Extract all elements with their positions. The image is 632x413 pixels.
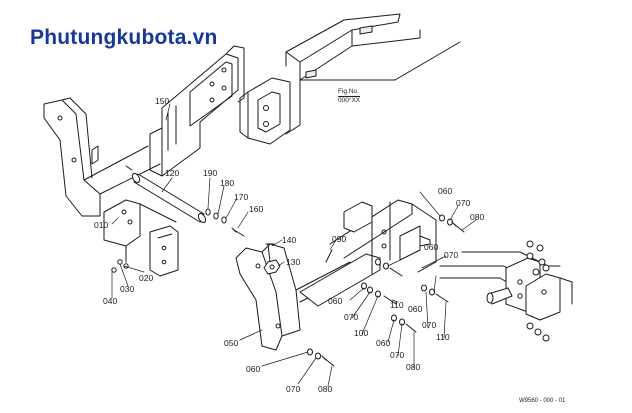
hardware-bottom-left xyxy=(307,348,335,367)
label-060-bottom: 060 xyxy=(376,338,390,348)
label-190: 190 xyxy=(203,168,217,178)
label-010: 010 xyxy=(94,220,108,230)
frame-rail-top xyxy=(285,13,461,135)
label-090: 090 xyxy=(332,234,346,244)
hardware-160-190 xyxy=(205,208,245,237)
label-040: 040 xyxy=(103,296,117,306)
label-110-a: 110 xyxy=(390,300,404,310)
label-020: 020 xyxy=(139,273,153,283)
right-hardware-upper xyxy=(526,240,550,276)
figure-number-label: Fig.No. xyxy=(338,88,361,97)
label-110-b: 110 xyxy=(436,332,450,342)
label-080-bottom-left: 080 xyxy=(318,384,332,394)
leader-lines xyxy=(111,103,477,387)
label-080-bottom: 080 xyxy=(406,362,420,372)
hardware-top-right xyxy=(419,214,465,247)
label-070-right: 070 xyxy=(422,320,436,330)
label-070-top-right: 070 xyxy=(456,198,470,208)
label-160: 160 xyxy=(249,204,263,214)
label-060-top-right: 060 xyxy=(438,186,452,196)
label-100: 100 xyxy=(354,328,368,338)
label-150: 150 xyxy=(155,96,169,106)
label-060-mid-left: 060 xyxy=(328,296,342,306)
label-060-mid-right: 060 xyxy=(424,242,438,252)
drawing-code: W9560 - 000 - 01 xyxy=(519,398,566,404)
label-070-mid-left: 070 xyxy=(344,312,358,322)
shaft-120 xyxy=(125,165,207,224)
label-070-bottom: 070 xyxy=(390,350,404,360)
figure-number-value: 000°XX xyxy=(338,97,361,104)
support-010 xyxy=(103,199,177,263)
label-120: 120 xyxy=(165,168,179,178)
pin-090 xyxy=(325,249,333,263)
label-130: 130 xyxy=(286,257,300,267)
label-180: 180 xyxy=(220,178,234,188)
part-number-labels: 150 120 190 180 170 160 140 130 010 020 … xyxy=(94,96,484,394)
figure-number-tag: Fig.No. 000°XX xyxy=(338,88,361,105)
hardware-middle xyxy=(361,258,449,333)
site-watermark: Phutungkubota.vn xyxy=(30,26,218,49)
bolt-140 xyxy=(265,243,275,263)
label-080-top-right: 080 xyxy=(470,212,484,222)
label-140: 140 xyxy=(282,235,296,245)
plate-020 xyxy=(149,225,179,277)
bracket-150 xyxy=(149,45,245,177)
label-060-right: 060 xyxy=(408,304,422,314)
label-050: 050 xyxy=(224,338,238,348)
right-hardware-lower xyxy=(526,322,550,342)
lower-frame xyxy=(299,199,437,307)
right-bracket xyxy=(439,251,573,321)
left-side-plate xyxy=(43,97,161,217)
nut-130 xyxy=(263,259,281,275)
label-170: 170 xyxy=(234,192,248,202)
rail-mount-block xyxy=(239,77,291,145)
label-030: 030 xyxy=(120,284,134,294)
label-070-bottom-left: 070 xyxy=(286,384,300,394)
label-060-bottom-left: 060 xyxy=(246,364,260,374)
label-070-mid-right: 070 xyxy=(444,250,458,260)
